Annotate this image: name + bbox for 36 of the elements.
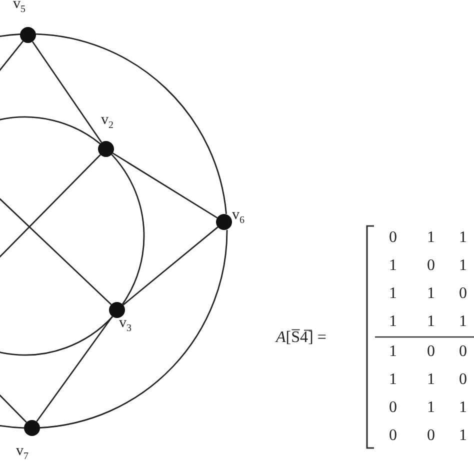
graph-edge bbox=[112, 152, 218, 218]
matrix-entry: 1 bbox=[427, 400, 435, 416]
matrix-entry: 0 bbox=[459, 286, 467, 302]
matrix-entry: 1 bbox=[389, 286, 397, 302]
matrix-entry: 0 bbox=[427, 258, 435, 274]
matrix-entry: 0 bbox=[389, 230, 397, 246]
matrix-entry: 1 bbox=[459, 428, 467, 444]
vertex-label: v$_{6}$ bbox=[232, 208, 244, 226]
matrix-entry: 1 bbox=[389, 344, 397, 360]
vertex-label: v$_{3}$ bbox=[119, 316, 132, 334]
matrix-entry: 1 bbox=[427, 286, 435, 302]
vertex-label: v$_{2}$ bbox=[101, 113, 114, 131]
matrix-equation: A[S̅4̅] = bbox=[276, 330, 326, 346]
vertex-label: v$_{5}$ bbox=[13, 0, 26, 15]
vertex-label: v$_{7}$ bbox=[16, 444, 28, 462]
matrix-entry: 0 bbox=[389, 400, 397, 416]
matrix-entry: 1 bbox=[389, 314, 397, 330]
matrix-entry: 1 bbox=[427, 314, 435, 330]
matrix-entry: 1 bbox=[459, 258, 467, 274]
graph-edge bbox=[122, 226, 218, 306]
matrix-entry: 1 bbox=[389, 372, 397, 388]
matrix-entry: 1 bbox=[389, 258, 397, 274]
matrix-entry: 1 bbox=[427, 230, 435, 246]
graph-edge bbox=[32, 41, 102, 143]
matrix-entry: 0 bbox=[427, 428, 435, 444]
matrix-entry: 0 bbox=[459, 372, 467, 388]
matrix-entry: 1 bbox=[427, 372, 435, 388]
matrix-entry: 1 bbox=[459, 400, 467, 416]
graph-edge bbox=[40, 230, 228, 428]
graph-edge bbox=[111, 154, 145, 305]
matrix-entry: 0 bbox=[389, 428, 397, 444]
matrix-entry: 1 bbox=[459, 314, 467, 330]
graph-edge bbox=[36, 33, 227, 214]
matrix-entry: 0 bbox=[459, 344, 467, 360]
matrix-entry: 1 bbox=[459, 230, 467, 246]
matrix-entry: 0 bbox=[427, 344, 435, 360]
